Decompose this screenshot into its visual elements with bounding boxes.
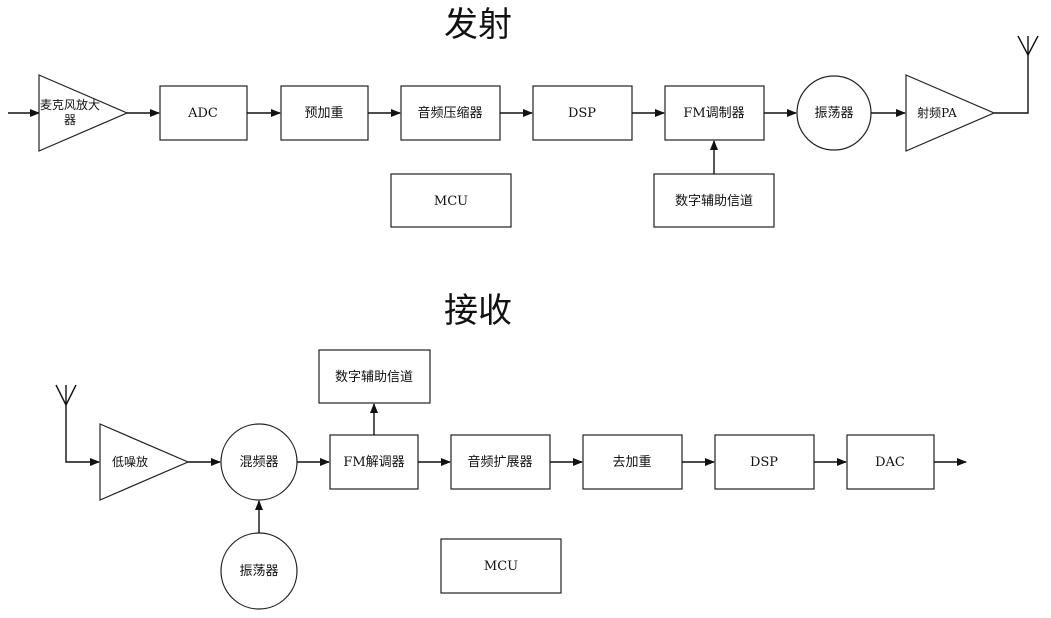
tx-mcu-block: MCU <box>390 173 512 228</box>
tx-fm-modulator-block: FM调制器 <box>664 85 765 141</box>
rx-mixer-block: 混频器 <box>220 423 298 501</box>
rx-aux-channel-label: 数字辅助信道 <box>335 370 413 385</box>
tx-compressor-block: 音频压缩器 <box>400 85 501 141</box>
tx-adc-block: ADC <box>159 85 248 141</box>
rx-antenna-feed <box>65 405 100 466</box>
rx-fm-demodulator-label: FM解调器 <box>343 455 404 470</box>
rx-oscillator-label: 振荡器 <box>239 564 278 579</box>
tx-title: 发射 <box>444 5 512 45</box>
tx-dsp-label: DSP <box>568 106 596 121</box>
rx-deemphasis-block: 去加重 <box>582 434 683 490</box>
rx-expander-label: 音频扩展器 <box>467 454 532 470</box>
tx-rf-pa-block: 射频PA <box>905 74 996 152</box>
rx-dsp-label: DSP <box>750 455 778 470</box>
tx-mic-amplifier-label-1: 麦克风放大 <box>40 97 100 112</box>
tx-oscillator-label: 振荡器 <box>814 106 853 121</box>
rx-lna-block: 低噪放 <box>99 423 190 501</box>
rx-expander-block: 音频扩展器 <box>450 434 551 490</box>
rx-antenna-icon <box>55 384 77 406</box>
tx-preemphasis-block: 预加重 <box>280 85 369 141</box>
rx-dac-block: DAC <box>846 434 935 490</box>
tx-rf-pa-label: 射频PA <box>917 105 957 120</box>
rx-dac-label: DAC <box>875 455 905 470</box>
rx-fm-demodulator-block: FM解调器 <box>329 434 419 490</box>
tx-aux-channel-label: 数字辅助信道 <box>675 194 753 209</box>
tx-adc-label: ADC <box>187 106 218 121</box>
rx-dsp-block: DSP <box>714 434 815 490</box>
rx-mcu-block: MCU <box>440 538 562 594</box>
tx-antenna-icon <box>1017 35 1039 56</box>
tx-oscillator-block: 振荡器 <box>796 75 872 151</box>
tx-compressor-label: 音频压缩器 <box>417 105 482 121</box>
tx-mic-amplifier-label-2: 器 <box>64 113 76 127</box>
tx-dsp-block: DSP <box>532 85 633 141</box>
tx-mcu-label: MCU <box>434 194 468 209</box>
rx-oscillator-block: 振荡器 <box>220 532 298 610</box>
tx-antenna-feed <box>994 55 1029 114</box>
rx-mixer-label: 混频器 <box>239 455 278 470</box>
tx-mic-amplifier: 麦克风放大 器 <box>38 74 129 152</box>
tx-aux-channel-block: 数字辅助信道 <box>653 173 775 228</box>
rx-aux-channel-block: 数字辅助信道 <box>318 349 431 404</box>
tx-preemphasis-label: 预加重 <box>304 105 343 121</box>
tx-fm-modulator-label: FM调制器 <box>683 106 744 121</box>
rx-deemphasis-label: 去加重 <box>612 454 651 470</box>
rx-lna-label: 低噪放 <box>112 454 148 469</box>
rx-title: 接收 <box>444 291 512 331</box>
rx-mcu-label: MCU <box>484 559 518 574</box>
